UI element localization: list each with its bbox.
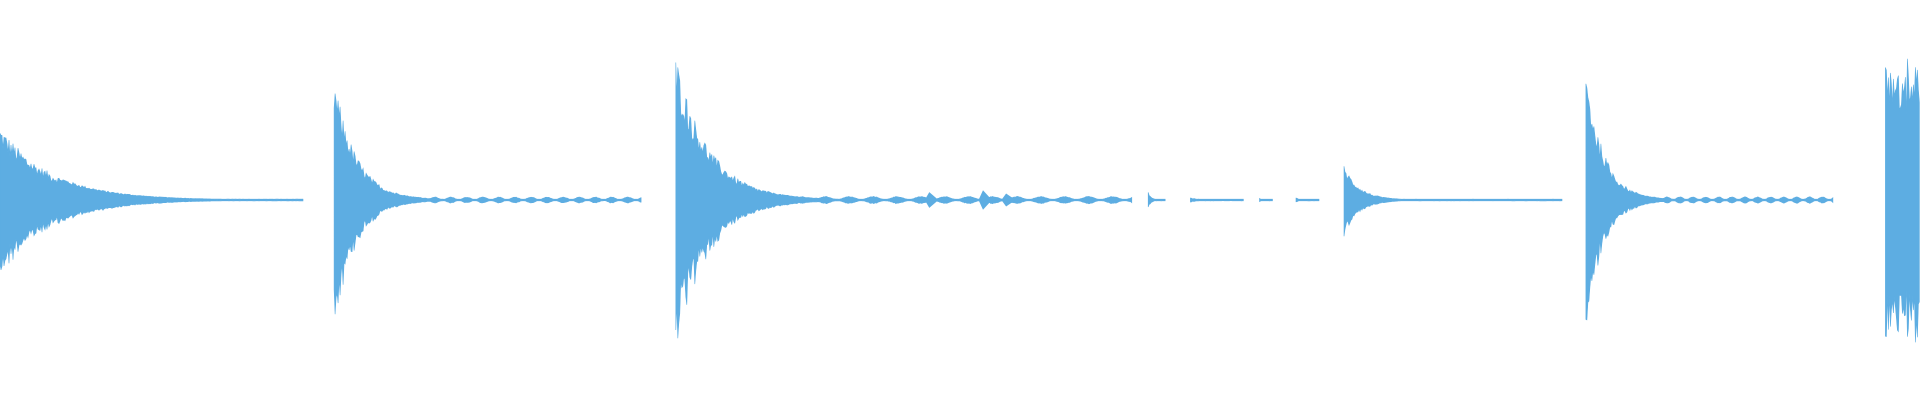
waveform-segment: [1147, 192, 1166, 208]
waveform-segment: [675, 62, 1133, 339]
waveform-segment-shape: [1295, 197, 1320, 203]
waveform-segment: [333, 93, 642, 315]
waveform-segment-shape: [0, 132, 304, 270]
waveform-burst: [925, 192, 938, 208]
waveform-segment-shape: [1885, 58, 1920, 343]
waveform-segment-shape: [1585, 83, 1834, 321]
waveform-segment-shape: [1147, 192, 1166, 208]
waveform-segment-shape: [333, 93, 642, 315]
waveform-burst: [979, 190, 991, 210]
waveform-segment-shape: [675, 62, 1133, 339]
waveform-segment-shape: [1343, 166, 1563, 237]
waveform-segment: [1585, 83, 1834, 321]
waveform-segment: [1190, 197, 1244, 203]
waveform-segment: [1343, 166, 1563, 237]
waveform-segment: [1885, 58, 1920, 343]
waveform-burst: [1002, 193, 1015, 207]
waveform-segment: [1259, 197, 1273, 203]
waveform-segment-shape: [1190, 197, 1244, 203]
waveform-segment: [0, 132, 304, 270]
waveform-segment-shape: [1259, 197, 1273, 203]
waveform-segment: [1295, 197, 1320, 203]
